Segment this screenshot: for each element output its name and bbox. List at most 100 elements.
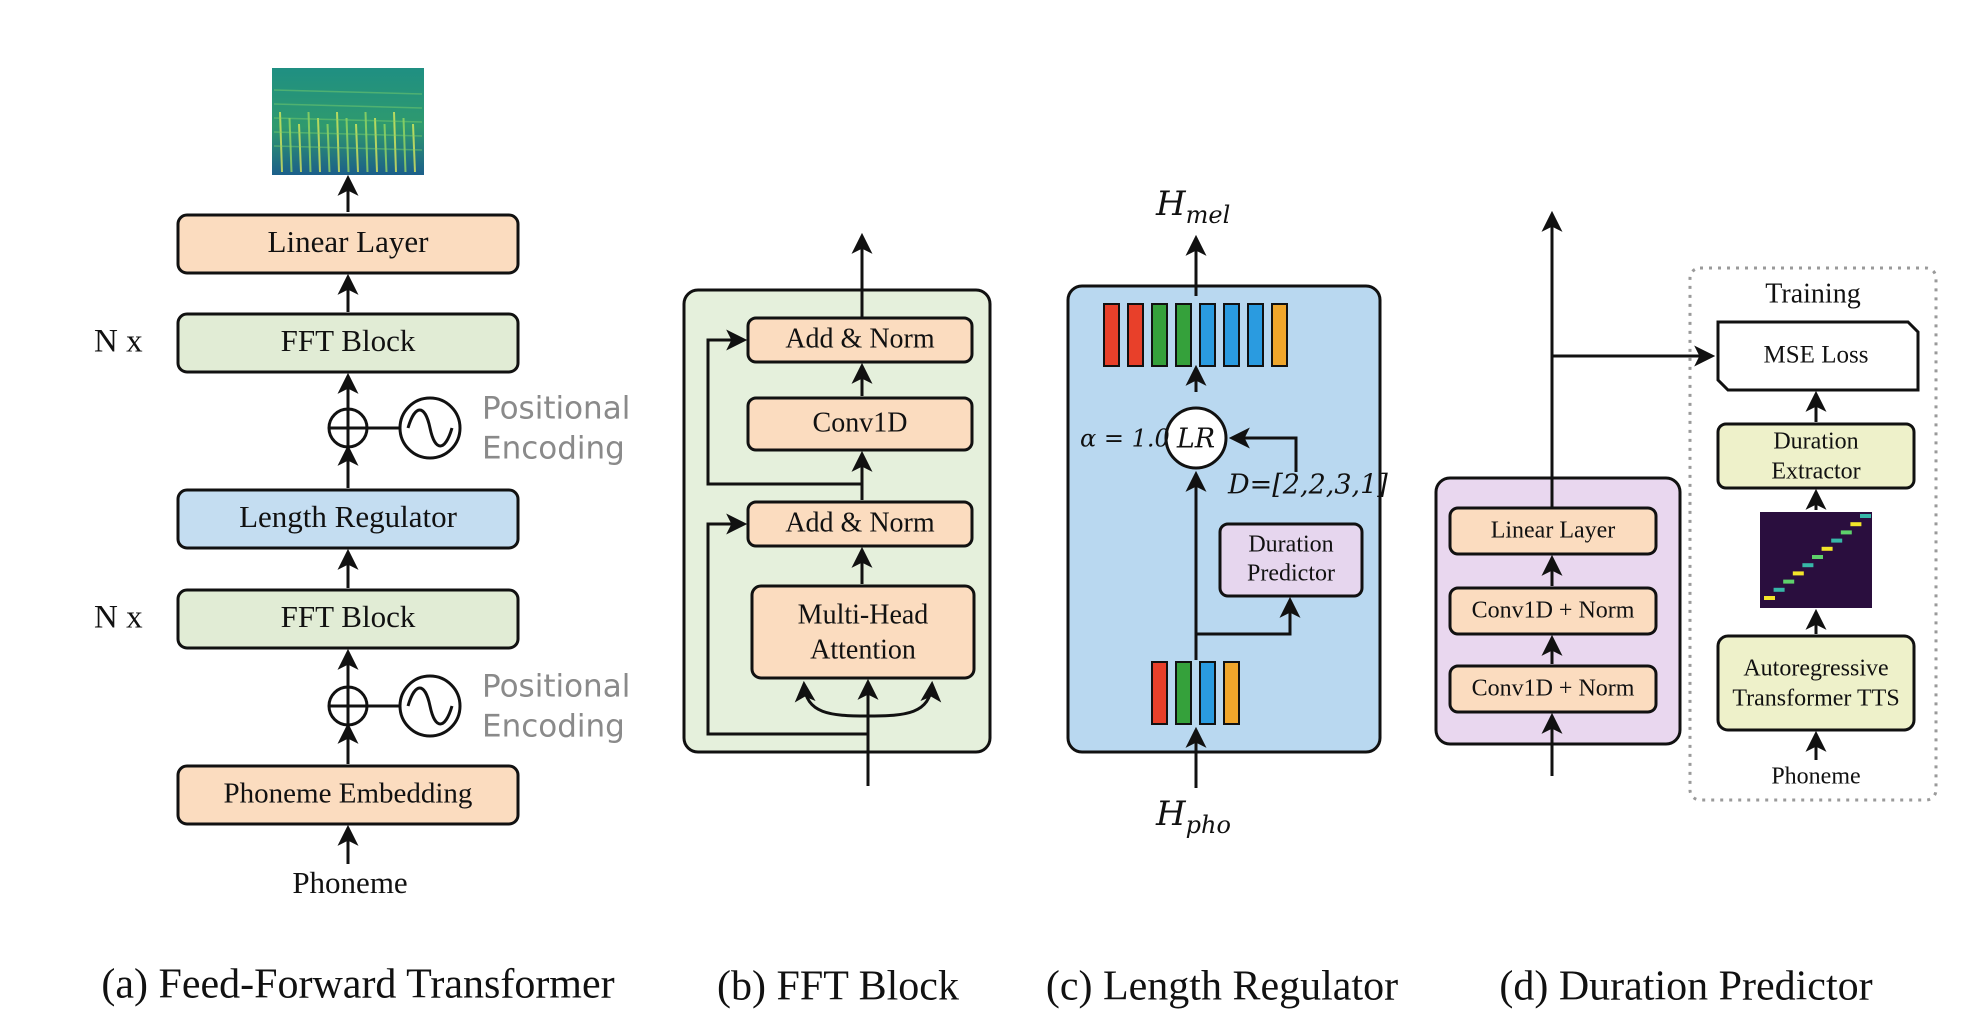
sine-wave-bottom-icon [398, 674, 462, 738]
fft-block-top-box [176, 312, 520, 374]
conv1d-box [746, 396, 974, 452]
spectrogram-streak [364, 111, 369, 173]
panel-d: Training MSE Loss Duration Extractor Aut… [1434, 210, 1938, 1010]
spectrogram-streak [326, 123, 331, 173]
conv-norm-top-box [1448, 586, 1658, 636]
autoregressive-tts-box [1716, 634, 1916, 732]
spectrogram-band [273, 89, 423, 95]
linear-layer-label: Linear Layer [268, 224, 430, 259]
fft-block-bottom-box [176, 588, 520, 650]
alignment-step [1831, 538, 1843, 543]
spectrogram-streak [383, 123, 388, 173]
multi-head-attention-box [750, 584, 976, 680]
spectrogram-streak [355, 123, 359, 173]
durations-label: D=[2,2,3,1] [1227, 470, 1388, 501]
mel-hidden-bar [1127, 303, 1144, 367]
spectrogram-streak [279, 111, 283, 173]
duration-predictor-box [1218, 522, 1364, 598]
alignment-step [1860, 514, 1871, 518]
mse-loss-label: MSE Loss [1764, 342, 1869, 369]
mel-hidden-bar [1103, 303, 1120, 367]
repeat-top-label: N x [94, 324, 143, 360]
mel-hidden-bar [1247, 303, 1264, 367]
mel-hidden-bar [1223, 303, 1240, 367]
length-regulator-panel [1066, 284, 1382, 754]
lr-operator [1164, 406, 1228, 470]
alignment-step [1764, 596, 1775, 600]
alignment-step [1802, 563, 1814, 568]
add-norm-bottom-label: Add & Norm [785, 507, 935, 538]
caption-a: (a) Feed-Forward Transformer [101, 962, 614, 1008]
autoregressive-line1: Autoregressive [1743, 656, 1888, 682]
phoneme-embedding-box [176, 764, 520, 826]
training-region [1688, 266, 1938, 802]
panel-b: Add & Norm Conv1D Add & Norm Multi-Head … [682, 232, 992, 1010]
alpha-label: α = 1.0 [1080, 425, 1170, 453]
alignment-step [1850, 522, 1862, 527]
caption-d: (d) Duration Predictor [1499, 964, 1872, 1010]
spectrogram-streak [393, 111, 397, 173]
dp-linear-layer-label: Linear Layer [1491, 518, 1616, 544]
mel-hidden-bar [1151, 303, 1168, 367]
conv-norm-top-label: Conv1D + Norm [1472, 598, 1635, 624]
attention-alignment-image [1760, 512, 1872, 608]
mha-label-line2: Attention [810, 634, 916, 665]
training-label: Training [1765, 278, 1860, 309]
h-pho-label: Hpho [1155, 794, 1231, 839]
mel-spectrogram-image [272, 68, 424, 175]
spectrogram-streak [336, 111, 340, 173]
alignment-step [1821, 546, 1833, 551]
spectrogram-streak [345, 117, 350, 173]
pho-hidden-bar [1175, 661, 1192, 725]
fft-block-bottom-label: FFT Block [281, 599, 416, 634]
sine-wave-top-icon [398, 396, 462, 460]
pos-enc-top-line1: Positional [482, 391, 630, 427]
training-phoneme-label: Phoneme [1771, 764, 1860, 790]
spectrogram-band [273, 117, 423, 123]
residual-top [706, 329, 862, 486]
dp-linear-layer-box [1448, 506, 1658, 556]
duration-extractor-line1: Duration [1773, 429, 1858, 455]
mha-label-line1: Multi-Head [798, 599, 929, 630]
caption-b: (b) FFT Block [717, 964, 959, 1010]
autoregressive-line2: Transformer TTS [1732, 686, 1899, 712]
arrow-into-mha-right [867, 680, 942, 718]
spectrogram-streak [374, 117, 378, 173]
caption-c: (c) Length Regulator [1046, 964, 1398, 1010]
duration-extractor-box [1716, 422, 1916, 490]
duration-predictor-line1: Duration [1248, 532, 1333, 558]
length-regulator-box [176, 488, 520, 550]
length-regulator-label: Length Regulator [239, 499, 457, 534]
mel-hidden-bar [1175, 303, 1192, 367]
adder-bottom-icon [327, 685, 369, 727]
duration-extractor-line2: Extractor [1771, 459, 1860, 485]
panel-c: Hmel LR α = 1.0 D=[2,2,3,1] Duration Pre… [1046, 184, 1398, 1010]
pos-enc-bottom-line2: Encoding [482, 709, 625, 745]
phoneme-input-label: Phoneme [292, 865, 407, 900]
repeat-bottom-label: N x [94, 600, 143, 636]
spectrogram-band [273, 131, 423, 137]
alignment-step [1783, 579, 1795, 584]
spectrogram-streak [412, 123, 416, 173]
mel-hidden-bar [1271, 303, 1288, 367]
arrow-durations-to-lr [1228, 427, 1298, 472]
arrow-pho-to-dp [1196, 596, 1301, 636]
mel-hidden-bar [1199, 303, 1216, 367]
panel-a: Linear Layer FFT Block N x Positional En… [94, 68, 630, 1008]
alignment-step [1792, 571, 1804, 576]
spectrogram-streak [402, 117, 407, 173]
add-norm-top-box [746, 316, 974, 364]
residual-bottom [706, 513, 868, 736]
conv1d-label: Conv1D [813, 407, 908, 438]
pos-enc-top-line2: Encoding [482, 431, 625, 467]
pho-hidden-bar [1151, 661, 1168, 725]
arrow-into-mha-left [794, 680, 869, 718]
pos-enc-bottom-line1: Positional [482, 669, 630, 705]
pho-hidden-bar [1223, 661, 1240, 725]
conv-norm-bottom-label: Conv1D + Norm [1472, 676, 1635, 702]
alignment-step [1773, 587, 1785, 592]
mse-loss-box [1716, 320, 1920, 392]
add-norm-bottom-box [746, 500, 974, 548]
linear-layer-box [176, 213, 520, 275]
